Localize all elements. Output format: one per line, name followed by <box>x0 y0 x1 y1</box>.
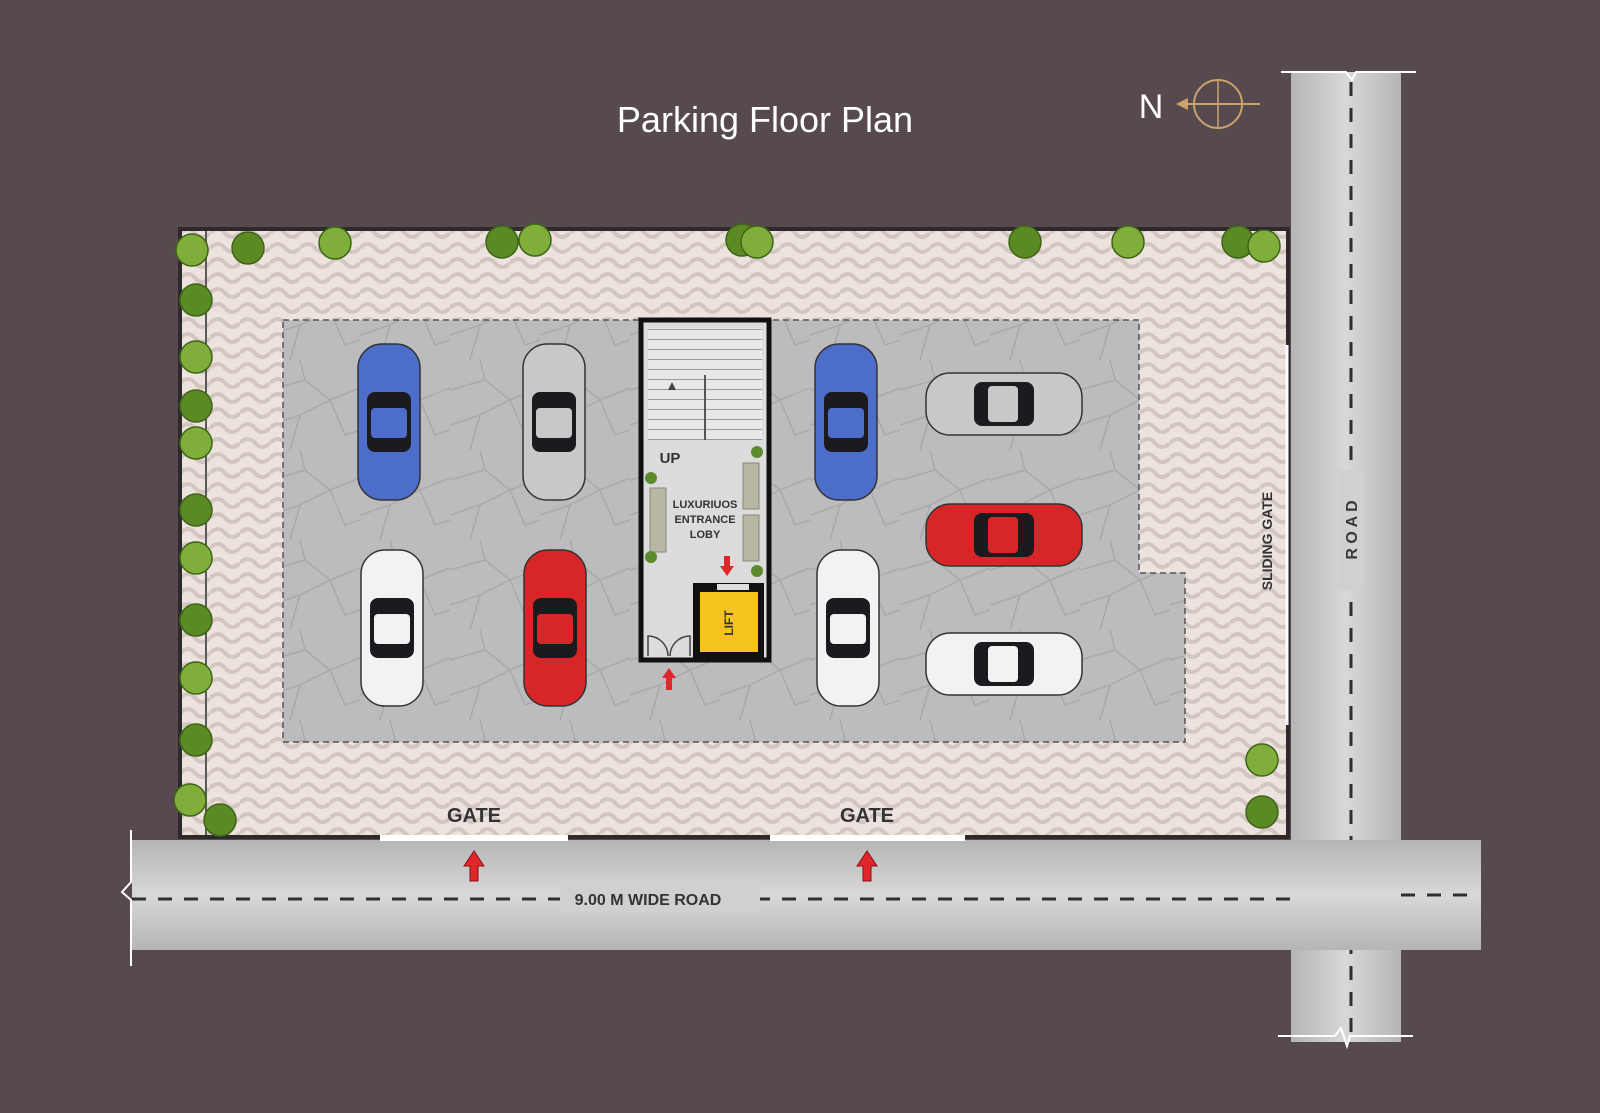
car-blue-3 <box>814 343 878 501</box>
car-red-8 <box>925 503 1083 567</box>
up-label: UP <box>660 450 681 467</box>
car-white-7 <box>816 549 880 707</box>
plant-icon <box>179 493 213 527</box>
entry-arrow-icon <box>662 668 676 690</box>
main-road: 9.00 M WIDE ROAD <box>120 830 1481 966</box>
plant-icon <box>179 283 213 317</box>
plant-icon <box>231 231 265 265</box>
lobby-plant-icon <box>645 472 657 484</box>
plant-icon <box>179 723 213 757</box>
gate-right-arrow-icon <box>856 850 878 882</box>
plant-icon <box>518 223 552 257</box>
car-silver-4 <box>925 372 1083 436</box>
plant-icon <box>179 661 213 695</box>
main-road-label: 9.00 M WIDE ROAD <box>575 892 722 909</box>
lobby-sofa-left <box>649 487 667 553</box>
page-title: Parking Floor Plan <box>617 99 913 140</box>
plant-icon <box>179 603 213 637</box>
gate-right-label: GATE <box>840 805 894 827</box>
plant-icon <box>179 541 213 575</box>
car-white-5 <box>360 549 424 707</box>
lobby-sofa-right <box>742 462 760 510</box>
plants <box>173 223 1281 837</box>
plant-icon <box>175 233 209 267</box>
compass: N <box>1139 79 1260 129</box>
gate-left-label: GATE <box>447 805 501 827</box>
plant-icon <box>179 389 213 423</box>
plant-icon <box>179 426 213 460</box>
plant-icon <box>1247 229 1281 263</box>
lobby-label-line3: LOBY <box>690 529 721 541</box>
car-red-6 <box>523 549 587 707</box>
north-label: N <box>1139 88 1164 126</box>
plant-icon <box>1245 743 1279 777</box>
car-blue-1 <box>357 343 421 501</box>
plant-icon <box>485 225 519 259</box>
plant-icon <box>1245 795 1279 829</box>
side-road-label: R O A D <box>1344 500 1361 559</box>
plant-icon <box>1111 225 1145 259</box>
plant-icon <box>203 803 237 837</box>
plant-icon <box>179 340 213 374</box>
plant-icon <box>1008 225 1042 259</box>
entrance-lobby: UP LUXURIUOS ENTRANCE LOBY LIFT <box>638 317 772 690</box>
lift-label: LIFT <box>722 610 736 636</box>
compass-arrow-icon <box>1176 98 1188 110</box>
car-silver-2 <box>522 343 586 501</box>
lobby-label-line2: ENTRANCE <box>674 514 735 526</box>
lift-arrow-icon <box>720 556 734 576</box>
stair-up-arrow-icon <box>668 382 676 390</box>
cars <box>357 343 1083 707</box>
door-swing <box>647 635 691 657</box>
lobby-label-line1: LUXURIUOS <box>673 499 738 511</box>
plant-icon <box>173 783 207 817</box>
gate-left-arrow-icon <box>463 850 485 882</box>
sliding-gate-label: SLIDING GATE <box>1259 492 1275 591</box>
car-white-9 <box>925 632 1083 696</box>
plant-icon <box>740 225 774 259</box>
plant-icon <box>318 226 352 260</box>
gates: GATE GATE <box>380 805 965 882</box>
